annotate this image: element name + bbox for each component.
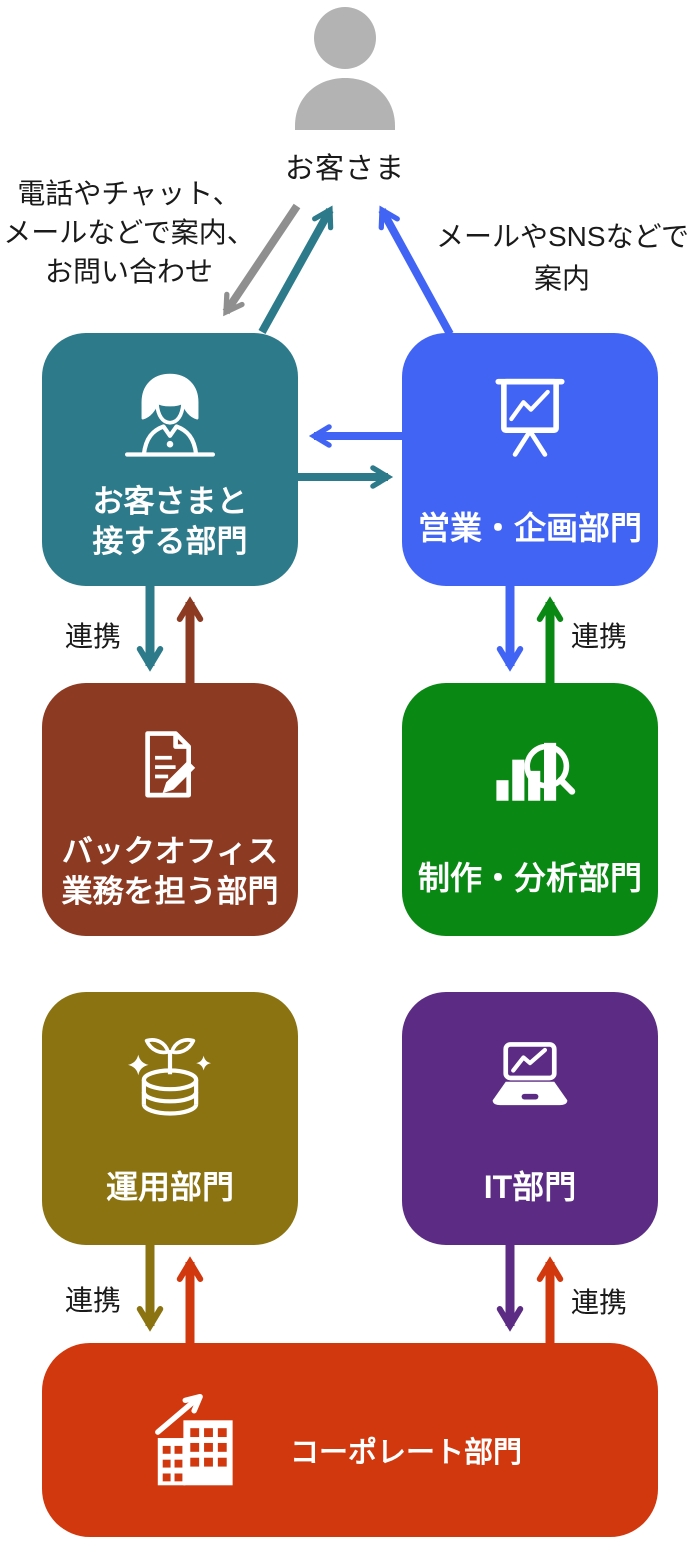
dept-production-analysis: 制作・分析部門 [402,683,658,936]
dept-corporate: コーポレート部門 [42,1343,658,1537]
renkei-label-it-corporate: 連携 [571,1287,628,1318]
annotation-left: 電話やチャット、 メールなどで案内、 お問い合わせ [0,174,258,291]
laptop-chart-icon [492,1042,568,1106]
dept-sales-planning: 営業・企画部門 [402,333,658,586]
dept-customer-facing: お客さまと 接する部門 [42,333,298,586]
arrow-frontline-to-customer [258,205,334,334]
customer-figure: お客さま [277,4,413,187]
dept-label: 営業・企画部門 [417,510,642,546]
renkei-label-operations-corporate: 連携 [65,1285,122,1316]
annotation-right: メールやSNSなどで 案内 [436,216,689,300]
building-growth-icon [155,1393,233,1486]
annotation-right-line: メールやSNSなどで [436,221,689,252]
dept-label: お客さまと 接する部門 [92,484,248,559]
annotation-right-line: 案内 [533,263,590,294]
receptionist-icon [124,373,216,457]
dept-label: バックオフィス 業務を担う部門 [61,834,279,909]
dept-operations: 運用部門 [42,992,298,1245]
renkei-label-frontline-backoffice: 連携 [65,621,122,652]
dept-label: 制作・分析部門 [417,860,642,896]
dept-it: IT部門 [402,992,658,1245]
presentation-chart-icon [495,378,565,457]
renkei-label-sales-production: 連携 [571,621,628,652]
dept-back-office: バックオフィス 業務を担う部門 [42,683,298,936]
bar-chart-magnifier-icon [496,742,576,801]
annotation-left-line: メールなどで案内、 [3,217,255,248]
dept-label: IT部門 [483,1169,577,1205]
annotation-left-line: お問い合わせ [44,256,213,287]
document-pencil-icon [145,731,196,798]
person-icon [295,7,395,130]
coins-sprout-icon [128,1038,212,1116]
dept-label: コーポレート部門 [290,1437,523,1469]
customer-label: お客さま [284,153,405,185]
dept-label: 運用部門 [105,1169,234,1205]
annotation-left-line: 電話やチャット、 [17,178,241,209]
